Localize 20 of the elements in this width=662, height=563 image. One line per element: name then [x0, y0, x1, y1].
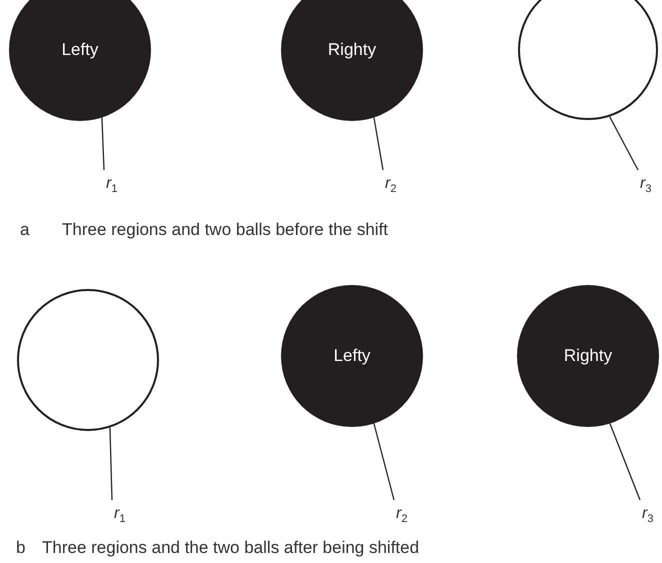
ball-label: Righty: [564, 346, 612, 366]
region-label: r$_{2}$: [385, 176, 396, 196]
panel-letter: a: [20, 220, 30, 240]
panel-caption: Three regions and the two balls after being shifted: [42, 538, 420, 558]
leader-line: [101, 118, 105, 170]
ball-label: Lefty: [334, 346, 370, 366]
leader-line: [373, 117, 384, 170]
ball-label: Lefty: [62, 40, 98, 60]
region-label: r$_{1}$: [106, 176, 118, 196]
region-label: r$_{3}$: [642, 506, 654, 526]
region-label: r$_{1}$: [114, 506, 126, 526]
leader-line: [609, 116, 639, 170]
leader-line: [373, 423, 395, 500]
region-label: r$_{3}$: [640, 176, 652, 196]
panel-caption: Three regions and two balls before the shift: [62, 220, 388, 240]
region-label: r$_{2}$: [396, 506, 408, 526]
leader-line: [109, 428, 113, 500]
leader-line: [609, 423, 641, 500]
panel-letter: b: [16, 538, 26, 558]
ball-label: Righty: [328, 40, 376, 60]
